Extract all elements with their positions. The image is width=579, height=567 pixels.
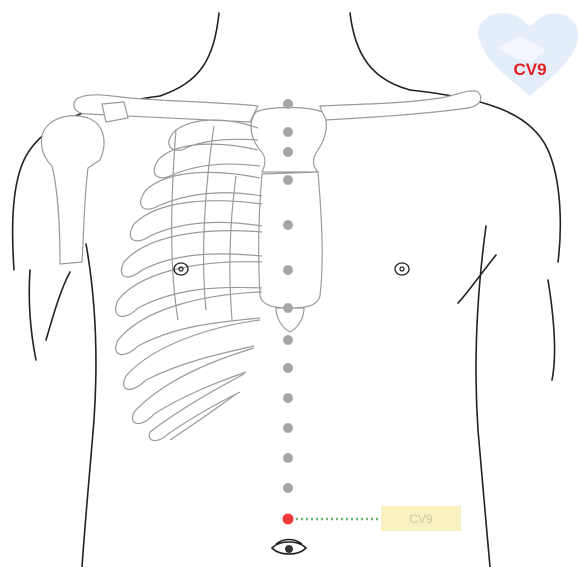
badge-label: CV9 xyxy=(513,60,546,79)
cv9-point[interactable] xyxy=(283,514,294,525)
acupoint-dot[interactable] xyxy=(283,393,293,403)
acupoint-dot[interactable] xyxy=(283,363,293,373)
left-clavicle xyxy=(74,95,258,122)
manubrium xyxy=(251,108,326,173)
sternum-body xyxy=(259,172,322,308)
skeleton xyxy=(41,91,480,441)
acupoint-dot[interactable] xyxy=(283,175,293,185)
right-pectoral-line xyxy=(458,255,496,303)
acupoint-dot[interactable] xyxy=(283,265,293,275)
acupoint-dot[interactable] xyxy=(283,423,293,433)
nipple-right xyxy=(395,263,409,275)
acupoint-dot[interactable] xyxy=(283,99,293,109)
neck-left-line xyxy=(160,13,219,96)
right-arm-inner-line xyxy=(548,280,555,380)
acupoint-dot[interactable] xyxy=(283,303,293,313)
left-torso-line xyxy=(82,244,96,567)
acupoint-dot[interactable] xyxy=(283,127,293,137)
navel-icon xyxy=(272,540,306,555)
acupoint-dot[interactable] xyxy=(283,453,293,463)
handshake-icon xyxy=(478,13,578,96)
left-acromion xyxy=(102,102,128,122)
acupoint-dot[interactable] xyxy=(283,147,293,157)
neck-right-line xyxy=(350,13,410,90)
acupoint-dot[interactable] xyxy=(283,335,293,345)
acupoint-dot[interactable] xyxy=(283,220,293,230)
ribcage-left xyxy=(116,120,262,441)
left-humerus xyxy=(41,116,104,264)
acupoint-dot[interactable] xyxy=(283,483,293,493)
left-pectoral-line xyxy=(46,272,70,340)
callout-label: CV9 xyxy=(409,512,433,526)
badge: CV9 xyxy=(478,13,578,96)
left-arm-inner-line xyxy=(29,270,36,360)
right-clavicle xyxy=(320,91,481,120)
